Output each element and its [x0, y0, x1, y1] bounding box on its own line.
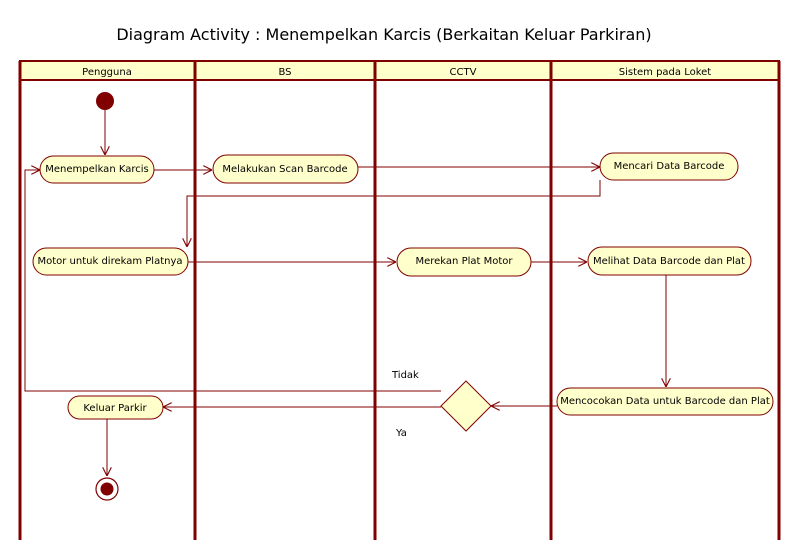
edge-decision-tidak-loop	[24, 170, 441, 392]
activity-label: Mencari Data Barcode	[614, 161, 725, 172]
activity-box	[39, 155, 155, 184]
activity-merekan-plat: Merekan Plat Motor	[396, 247, 532, 277]
activity-label: Merekan Plat Motor	[415, 256, 513, 267]
swimlane-borders	[18, 61, 781, 540]
activity-box	[67, 395, 164, 420]
activity-keluar-parkir: Keluar Parkir	[67, 395, 164, 420]
edge-mencari-to-motor	[187, 180, 601, 247]
activity-label: Mencocokan Data untuk Barcode dan Plat	[560, 396, 770, 407]
activity-box	[212, 154, 359, 184]
activity-label: Motor untuk direkam Platnya	[37, 256, 182, 267]
guard-ya: Ya	[395, 428, 407, 439]
activity-label: Keluar Parkir	[83, 403, 147, 414]
activity-mencocokan: Mencocokan Data untuk Barcode dan Plat	[556, 387, 774, 416]
lane-header-cctv: CCTV	[450, 67, 477, 78]
activity-box	[599, 152, 739, 181]
flow-edges	[24, 110, 666, 476]
lane-header-pengguna: Pengguna	[82, 67, 132, 78]
activity-label: Menempelkan Karcis	[45, 164, 148, 175]
activity-label: Melihat Data Barcode dan Plat	[593, 256, 745, 267]
start-node	[96, 92, 114, 110]
decision-node	[440, 380, 492, 432]
activity-box	[32, 247, 189, 276]
diagram-title: Diagram Activity : Menempelkan Karcis (B…	[116, 25, 651, 44]
lane-header-bs: BS	[278, 67, 291, 78]
activity-box	[556, 387, 774, 416]
activity-box	[587, 246, 752, 276]
activity-mencari-data: Mencari Data Barcode	[599, 152, 739, 181]
lane-header-sistem: Sistem pada Loket	[619, 67, 712, 78]
activity-menempelkan-karcis: Menempelkan Karcis	[39, 155, 155, 184]
guard-tidak: Tidak	[391, 370, 419, 381]
activity-melihat-data: Melihat Data Barcode dan Plat	[587, 246, 752, 276]
activity-motor-direkam: Motor untuk direkam Platnya	[32, 247, 189, 276]
end-node	[95, 477, 119, 501]
activity-box	[396, 247, 532, 277]
activity-scan-barcode: Melakukan Scan Barcode	[212, 154, 359, 184]
end-node-core	[100, 482, 114, 496]
activity-label: Melakukan Scan Barcode	[222, 164, 347, 175]
